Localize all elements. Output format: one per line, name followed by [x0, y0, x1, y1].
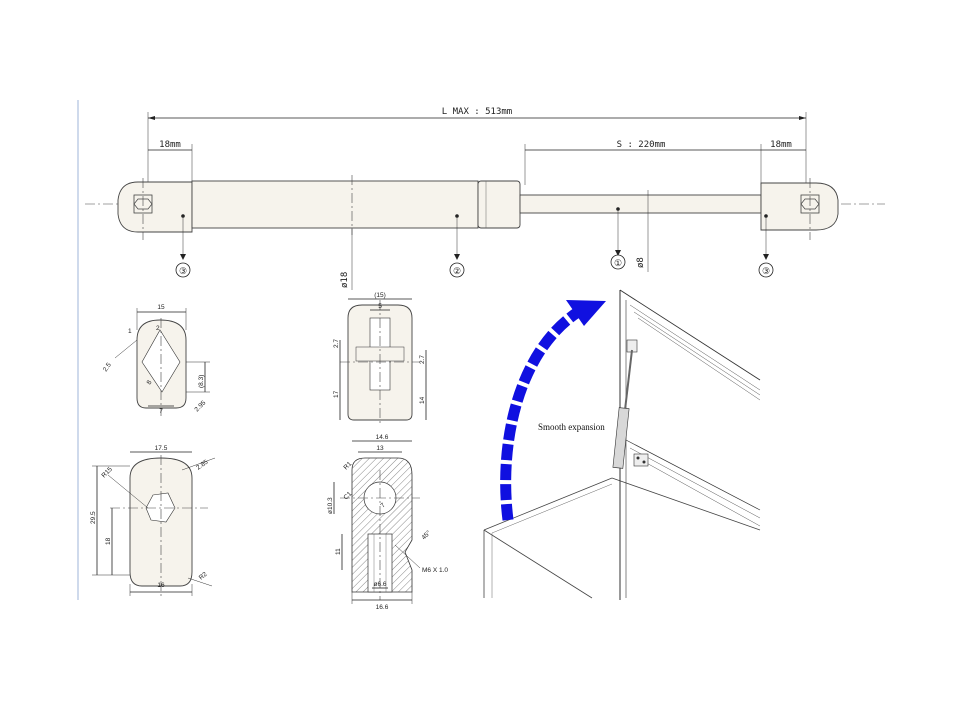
callout-tube: ② — [449, 214, 465, 278]
svg-text:③: ③ — [179, 267, 187, 277]
svg-text:R15: R15 — [100, 466, 114, 480]
stroke-label: S : 220mm — [617, 140, 666, 150]
svg-text:8: 8 — [146, 379, 154, 386]
svg-text:14.6: 14.6 — [376, 434, 389, 441]
svg-text:7: 7 — [379, 502, 387, 510]
svg-text:2: 2 — [156, 325, 160, 332]
svg-text:ø10.3: ø10.3 — [327, 497, 334, 514]
svg-text:13: 13 — [376, 445, 384, 452]
gas-spring-side-view: L MAX : 513mm 18mm S : 220mm 18mm — [85, 107, 885, 290]
svg-text:18: 18 — [105, 537, 112, 545]
rod-diameter-label: ø8 — [636, 257, 646, 268]
svg-text:2.7: 2.7 — [333, 339, 340, 348]
svg-text:16.6: 16.6 — [376, 604, 389, 611]
eyelet-side-detail: 17.5 R15 2.85 29.5 18 16 R2 — [90, 445, 216, 598]
illustration-caption: Smooth expansion — [538, 422, 605, 432]
svg-text:45°: 45° — [420, 529, 433, 542]
left-end-length-label: 18mm — [159, 140, 181, 150]
svg-text:ø6.6: ø6.6 — [373, 581, 386, 588]
svg-text:②: ② — [453, 267, 461, 277]
svg-text:1: 1 — [128, 328, 132, 335]
svg-text:15: 15 — [157, 304, 165, 311]
right-end-length-label: 18mm — [770, 140, 792, 150]
svg-text:2.7: 2.7 — [419, 355, 426, 364]
svg-text:29.5: 29.5 — [90, 511, 97, 524]
svg-text:17: 17 — [333, 390, 340, 398]
svg-text:2.85: 2.85 — [195, 458, 210, 471]
callout-left-end: ③ — [175, 214, 191, 278]
svg-text:③: ③ — [762, 267, 770, 277]
svg-text:(8.3): (8.3) — [198, 375, 205, 388]
block-front-detail: (15) 5 2.7 17 2.7 14 — [333, 292, 427, 425]
callout-right-end: ③ — [758, 214, 774, 278]
right-end-fitting — [760, 182, 839, 231]
svg-text:①: ① — [614, 259, 622, 269]
svg-text:16: 16 — [157, 582, 165, 589]
svg-text:R2: R2 — [198, 571, 209, 582]
svg-text:11: 11 — [335, 548, 342, 555]
svg-text:C1: C1 — [342, 490, 353, 501]
svg-text:(15): (15) — [374, 292, 386, 299]
cylinder-tube — [191, 180, 479, 229]
svg-text:2.95: 2.95 — [193, 399, 207, 413]
svg-text:17.5: 17.5 — [155, 445, 168, 452]
tube-diameter-label: ø18 — [340, 272, 350, 288]
block-section-detail: 14.6 13 R1 C1 ø10.3 7 45° 11 M6 X 1.0 ø6… — [327, 434, 448, 611]
box-lid-illustration: Smooth expansion — [483, 289, 761, 600]
left-end-fitting — [117, 181, 193, 233]
svg-text:R1: R1 — [342, 460, 353, 471]
tube-collar — [477, 180, 521, 229]
callout-rod: ① — [610, 207, 626, 270]
svg-text:7: 7 — [159, 408, 163, 415]
svg-text:M6 X 1.0: M6 X 1.0 — [422, 567, 448, 574]
eyelet-front-detail: 15 2.5 1 2 8 7 (8.3) 2.95 — [102, 304, 210, 416]
svg-text:2.5: 2.5 — [102, 361, 113, 373]
piston-rod — [519, 194, 762, 214]
svg-text:5: 5 — [378, 303, 382, 310]
svg-text:14: 14 — [419, 396, 426, 404]
overall-length-label: L MAX : 513mm — [442, 107, 512, 117]
expansion-arrow-head — [566, 300, 606, 326]
